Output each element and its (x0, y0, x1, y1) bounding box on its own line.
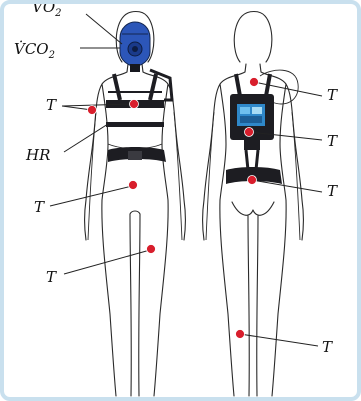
back-body-figure (203, 12, 304, 397)
sensor-upper-back (250, 78, 259, 87)
label-hr: HR (25, 146, 50, 164)
body-sensor-diagram: V̇O2 V̇CO2 T HR T T T T T T (4, 4, 361, 401)
chest-harness (106, 70, 172, 108)
label-vco2: V̇CO2 (14, 40, 55, 61)
label-t-lower-back: T (327, 182, 338, 200)
gas-analysis-mask (120, 22, 150, 72)
label-t-mid-back: T (327, 132, 338, 150)
sensor-abdomen-front (129, 181, 138, 190)
back-head-outline (234, 12, 272, 63)
label-t-thigh: T (46, 268, 57, 286)
label-t-chest: T (46, 96, 57, 114)
label-t-upper-back: T (327, 86, 338, 104)
sensor-calf-back (236, 330, 245, 339)
label-t-calf: T (322, 338, 333, 356)
label-vo2: V̇O2 (32, 4, 62, 19)
sensor-arm-front (88, 106, 97, 115)
front-body-figure (85, 12, 186, 397)
heart-rate-strap (106, 122, 164, 127)
backpack-device (230, 94, 274, 150)
front-body-outline (85, 64, 186, 396)
sensor-mid-back (245, 128, 254, 137)
label-t-abdomen: T (34, 198, 45, 216)
labels: V̇O2 V̇CO2 T HR T T T T T T (14, 4, 338, 356)
sensor-chest-front (130, 100, 139, 109)
sensor-lower-back (248, 176, 257, 185)
sensor-thigh-front (147, 245, 156, 254)
